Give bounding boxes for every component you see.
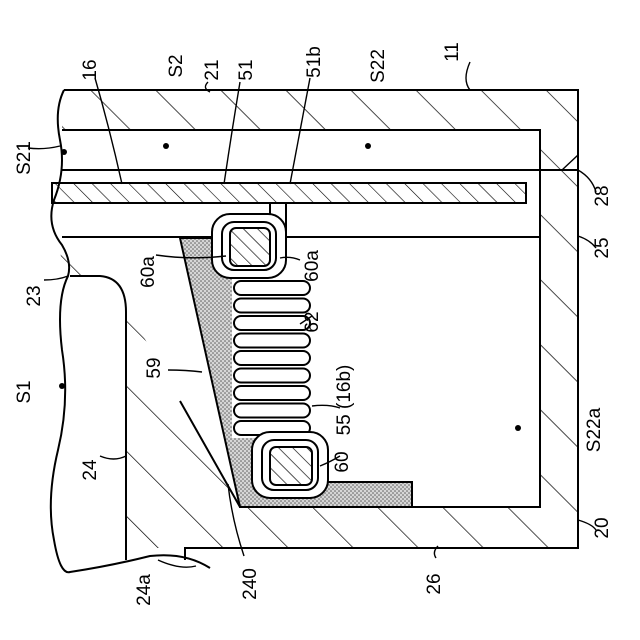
spring-55: [232, 270, 314, 438]
plate-51: [52, 183, 526, 203]
label-51: 51: [236, 59, 257, 80]
label-11: 11: [442, 42, 463, 62]
label-23: 23: [24, 285, 45, 306]
label-20: 20: [592, 517, 613, 538]
label-60: 60: [332, 451, 353, 472]
spring-coil: [234, 351, 310, 365]
label-24: 24: [80, 459, 101, 481]
label-51b: 51b: [304, 46, 325, 78]
label-24a: 24a: [134, 574, 155, 606]
label-21: 21: [202, 59, 223, 80]
label-28: 28: [592, 185, 613, 206]
spring-coil: [234, 369, 310, 383]
label-60a-right: 60a: [302, 250, 323, 282]
label-55: 55 (16b): [334, 365, 355, 436]
label-240: 240: [240, 568, 261, 600]
spring-coil: [234, 334, 310, 348]
label-S22a: S22a: [584, 407, 605, 452]
label-26: 26: [424, 573, 445, 594]
spring-coil: [234, 299, 310, 313]
label-59: 59: [144, 357, 165, 378]
hook-60a: [212, 203, 286, 278]
spring-coil: [234, 404, 310, 418]
label-62: 62: [302, 311, 323, 332]
spring-coil: [234, 316, 310, 330]
label-60a-left: 60a: [138, 256, 159, 288]
spring-coil: [234, 386, 310, 400]
label-16: 16: [80, 59, 101, 80]
hook-60: [252, 432, 328, 498]
label-S22: S22: [368, 49, 389, 83]
spring-coil: [234, 281, 310, 295]
label-S2: S2: [166, 54, 187, 77]
label-25: 25: [592, 237, 613, 258]
label-S21: S21: [14, 141, 35, 175]
label-S1: S1: [14, 380, 35, 403]
